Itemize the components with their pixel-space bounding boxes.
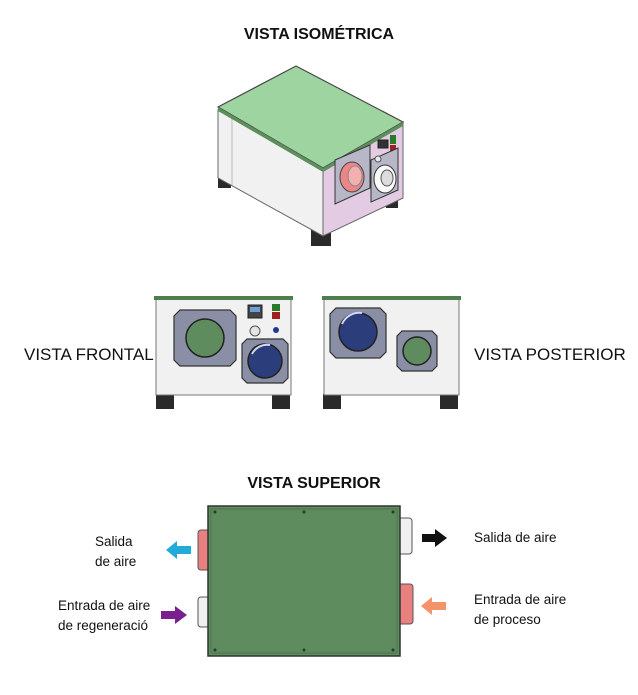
label-left-top-line2: de aire [95, 554, 137, 569]
front-lid-edge [154, 296, 293, 300]
front-leg-left [156, 394, 174, 409]
rear-lid-edge [322, 296, 461, 300]
front-button [273, 327, 279, 333]
top-view-title: VISTA SUPERIOR [247, 475, 381, 492]
arrow-left-bottom-inlet [161, 606, 187, 624]
label-left-bottom-line2: de regeneració [58, 618, 149, 633]
front-switch-green [272, 304, 280, 311]
iso-display [377, 139, 389, 149]
label-right-bottom-line1: Entrada de aire [474, 592, 567, 607]
front-knob [249, 325, 261, 337]
label-right-bottom-line2: de proceso [474, 612, 541, 627]
label-right-top-outlet: Salida de aire [474, 530, 557, 545]
arrow-right-bottom-inlet [421, 597, 446, 615]
arrow-right-top-outlet [422, 529, 447, 547]
front-switch-red [272, 312, 280, 319]
rear-leg-right [440, 394, 458, 409]
arrow-left-top-outlet [166, 541, 191, 559]
front-leg-right [272, 394, 290, 409]
top-lid [207, 505, 401, 657]
front-duct-green [185, 318, 225, 358]
isometric-view-title: VISTA ISOMÉTRICA [243, 26, 395, 43]
label-left-top-line1: Salida [95, 534, 133, 549]
label-left-top-outlet: Salida de aire [95, 532, 136, 572]
front-view-label: VISTA FRONTAL [24, 345, 154, 364]
label-right-bottom-inlet: Entrada de aire de proceso [474, 590, 566, 630]
rear-view-label: VISTA POSTERIOR [474, 345, 626, 364]
rear-leg-left [323, 394, 341, 409]
label-left-bottom-line1: Entrada de aire [58, 598, 151, 613]
label-left-bottom-inlet: Entrada de aire de regeneració [58, 596, 150, 636]
rear-duct-green [402, 336, 432, 366]
